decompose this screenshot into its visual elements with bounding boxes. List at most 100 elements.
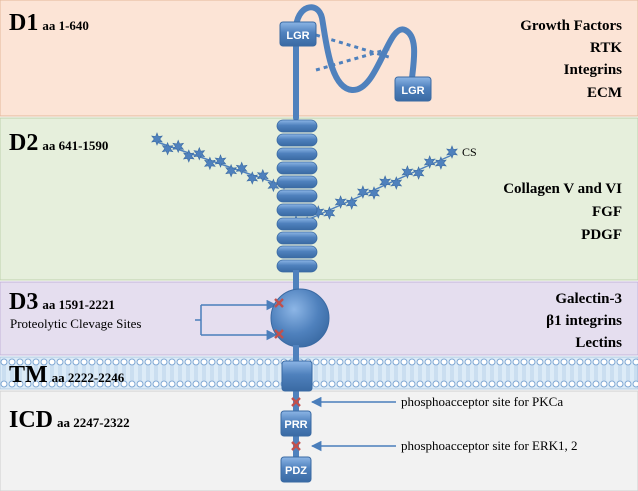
d2-segment	[276, 119, 318, 133]
d2-segment	[276, 245, 318, 259]
lipid-head	[552, 358, 560, 366]
lipid-head	[464, 380, 472, 388]
lipid-head	[264, 358, 272, 366]
d2-band	[0, 117, 638, 281]
lipid-head	[168, 358, 176, 366]
lipid-head	[616, 358, 624, 366]
lipid-head	[312, 380, 320, 388]
lipid-head	[576, 380, 584, 388]
ligand-ecm: ECM	[587, 85, 622, 101]
lipid-head	[104, 380, 112, 388]
lipid-head	[0, 358, 8, 366]
lipid-head	[600, 358, 608, 366]
lipid-head	[592, 358, 600, 366]
lipid-head	[240, 380, 248, 388]
lipid-head	[584, 358, 592, 366]
proteolytic-cleavage-label: Proteolytic Clevage Sites	[10, 316, 141, 331]
lipid-head	[336, 358, 344, 366]
lipid-head	[360, 358, 368, 366]
lipid-head	[160, 380, 168, 388]
lipid-head	[208, 380, 216, 388]
cs-sugar-unit	[193, 146, 206, 161]
cs-label: CS	[462, 145, 477, 159]
lipid-head	[576, 358, 584, 366]
lipid-head	[136, 380, 144, 388]
lipid-head	[376, 358, 384, 366]
lipid-head	[528, 380, 536, 388]
lipid-head	[112, 380, 120, 388]
lipid-head	[352, 358, 360, 366]
lipid-head	[48, 380, 56, 388]
lipid-head	[96, 358, 104, 366]
ligand-pdgf: PDGF	[581, 227, 622, 243]
lipid-head	[400, 380, 408, 388]
lipid-head	[64, 380, 72, 388]
lipid-head	[608, 358, 616, 366]
d2-segment	[276, 161, 318, 175]
lipid-head	[624, 358, 632, 366]
lipid-head	[544, 380, 552, 388]
lipid-head	[504, 380, 512, 388]
lipid-head	[432, 380, 440, 388]
prr-label: PRR	[284, 419, 307, 431]
d2-segment	[276, 203, 318, 217]
lipid-head	[272, 380, 280, 388]
lipid-head	[144, 358, 152, 366]
lipid-head	[456, 380, 464, 388]
phospho-site-marker	[291, 441, 301, 451]
lipid-head	[368, 380, 376, 388]
ligand-galectin: Galectin-3	[555, 291, 622, 307]
lipid-head	[72, 380, 80, 388]
cleavage-bracket	[195, 305, 202, 335]
lgr-module-bottom	[394, 76, 432, 102]
lgr-label-bottom: LGR	[401, 85, 424, 97]
d2-segment	[276, 133, 318, 147]
lipid-head	[16, 380, 24, 388]
lipid-head	[608, 380, 616, 388]
lipid-head	[256, 358, 264, 366]
lipid-head	[352, 380, 360, 388]
cs-sugar-unit	[172, 139, 185, 154]
lipid-head	[448, 358, 456, 366]
lipid-head	[480, 380, 488, 388]
cs-sugar-unit	[423, 155, 436, 169]
lipid-head	[328, 380, 336, 388]
lipid-head	[248, 380, 256, 388]
ligand-lectins: Lectins	[575, 335, 622, 351]
lipid-head	[376, 380, 384, 388]
lipid-head	[152, 358, 160, 366]
lipid-head	[536, 358, 544, 366]
lipid-head	[344, 380, 352, 388]
cs-sugar-unit	[334, 195, 347, 209]
lgr-link-lower	[315, 46, 393, 72]
lipid-head	[144, 380, 152, 388]
lgr-module-top	[279, 21, 317, 47]
prr-box	[280, 410, 312, 437]
lipid-head	[136, 358, 144, 366]
cs-sugar-unit	[368, 186, 380, 200]
lipid-head	[264, 380, 272, 388]
lipid-head	[392, 358, 400, 366]
lipid-head	[72, 358, 80, 366]
lipid-head	[624, 380, 632, 388]
lipid-head	[584, 380, 592, 388]
tm-segment	[281, 360, 313, 392]
lipid-head	[448, 380, 456, 388]
cs-sugar-unit	[323, 206, 336, 220]
cs-sugar-unit	[412, 166, 425, 180]
lipid-head	[496, 380, 504, 388]
lipid-head	[80, 358, 88, 366]
cs-sugar-unit	[225, 163, 238, 178]
d3-globular-domain	[270, 288, 330, 348]
d2-segment	[276, 147, 318, 161]
cs-sugar-unit	[203, 156, 216, 171]
lipid-head	[248, 358, 256, 366]
lipid-head	[488, 358, 496, 366]
lipid-head	[488, 380, 496, 388]
lipid-head	[528, 358, 536, 366]
cs-sugar-unit	[446, 145, 458, 159]
lipid-head	[632, 358, 638, 366]
